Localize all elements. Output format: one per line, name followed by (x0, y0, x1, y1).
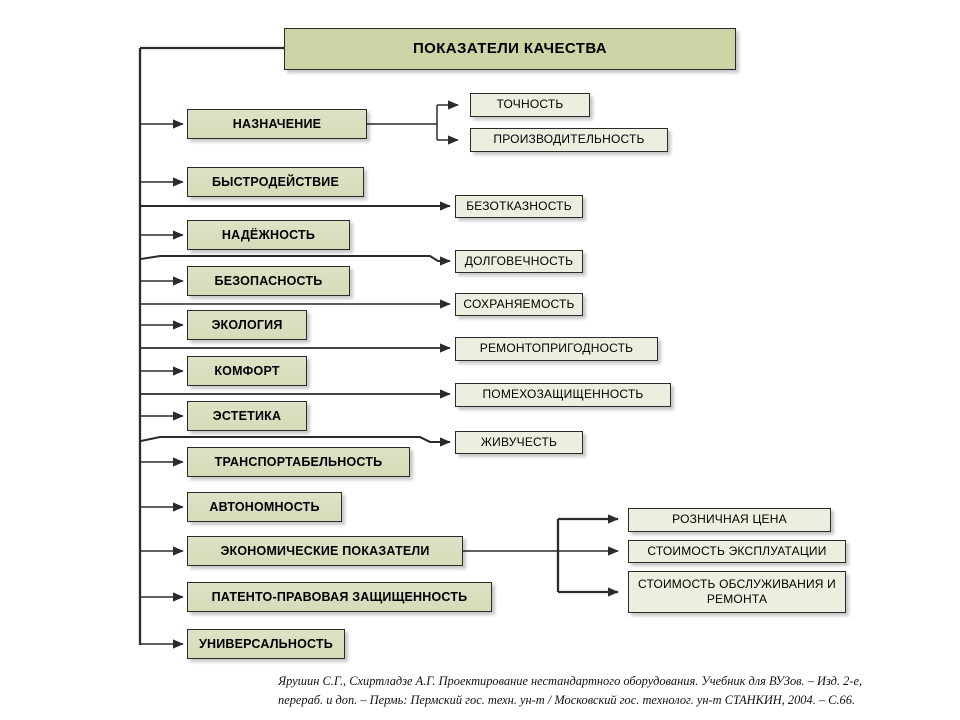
node-label: БЕЗОТКАЗНОСТЬ (466, 198, 572, 213)
node-roznichnaya-tsena[interactable]: РОЗНИЧНАЯ ЦЕНА (628, 508, 831, 532)
node-komfort[interactable]: КОМФОРТ (187, 356, 307, 386)
node-label: КОМФОРТ (214, 364, 280, 378)
node-label: ПРОИЗВОДИТЕЛЬНОСТЬ (493, 132, 645, 147)
node-ekologiya[interactable]: ЭКОЛОГИЯ (187, 310, 307, 340)
node-stoimost-obsluzhivaniya-i-remonta[interactable]: СТОИМОСТЬ ОБСЛУЖИВАНИЯ И РЕМОНТА (628, 571, 846, 613)
node-label: ЭКОЛОГИЯ (211, 318, 283, 332)
node-bezotkaznost[interactable]: БЕЗОТКАЗНОСТЬ (455, 195, 583, 218)
node-proizvoditelnost[interactable]: ПРОИЗВОДИТЕЛЬНОСТЬ (470, 128, 668, 152)
node-label: АВТОНОМНОСТЬ (209, 500, 320, 514)
node-label: ЭСТЕТИКА (212, 409, 282, 423)
node-label: СТОИМОСТЬ ЭКСПЛУАТАЦИИ (647, 543, 827, 558)
node-stoimost-ekspluatatsii[interactable]: СТОИМОСТЬ ЭКСПЛУАТАЦИИ (628, 540, 846, 563)
node-universalnost[interactable]: УНИВЕРСАЛЬНОСТЬ (187, 629, 345, 659)
node-bezopasnost[interactable]: БЕЗОПАСНОСТЬ (187, 266, 350, 296)
node-label: РЕМОНТОПРИГОДНОСТЬ (479, 341, 634, 356)
node-dolgovechnost[interactable]: ДОЛГОВЕЧНОСТЬ (455, 250, 583, 273)
node-label: НАЗНАЧЕНИЕ (232, 117, 322, 131)
node-label: СОХРАНЯЕМОСТЬ (463, 296, 575, 311)
node-label: НАДЁЖНОСТЬ (221, 228, 316, 242)
citation-line-1: Ярушин С.Г., Схиртладзе А.Г. Проектирова… (278, 674, 863, 688)
node-estetika[interactable]: ЭСТЕТИКА (187, 401, 307, 431)
node-root-label: ПОКАЗАТЕЛИ КАЧЕСТВА (412, 39, 608, 57)
node-tochnost[interactable]: ТОЧНОСТЬ (470, 93, 590, 117)
node-label: ПОМЕХОЗАЩИЩЕННОСТЬ (482, 387, 644, 402)
node-remontoprigodnost[interactable]: РЕМОНТОПРИГОДНОСТЬ (455, 337, 658, 361)
node-label: БЫСТРОДЕЙСТВИЕ (211, 175, 340, 189)
node-label: СТОИМОСТЬ ОБСЛУЖИВАНИЯ И РЕМОНТА (637, 577, 837, 606)
node-label: ТОЧНОСТЬ (496, 97, 564, 112)
node-nadezhnost[interactable]: НАДЁЖНОСТЬ (187, 220, 350, 250)
node-patentno-pravovaya-zashchishchennost[interactable]: ПАТЕНТО-ПРАВОВАЯ ЗАЩИЩЕННОСТЬ (187, 582, 492, 612)
node-label: РОЗНИЧНАЯ ЦЕНА (672, 512, 787, 527)
node-avtonomnost[interactable]: АВТОНОМНОСТЬ (187, 492, 342, 522)
node-pomekhozashchishchennost[interactable]: ПОМЕХОЗАЩИЩЕННОСТЬ (455, 383, 671, 407)
node-label: ПАТЕНТО-ПРАВОВАЯ ЗАЩИЩЕННОСТЬ (211, 590, 468, 604)
node-label: ЭКОНОМИЧЕСКИЕ ПОКАЗАТЕЛИ (220, 544, 430, 558)
node-label: ЖИВУЧЕСТЬ (480, 434, 558, 449)
node-label: БЕЗОПАСНОСТЬ (214, 274, 323, 288)
node-sokhranyaemost[interactable]: СОХРАНЯЕМОСТЬ (455, 293, 583, 316)
node-root-quality-indicators[interactable]: ПОКАЗАТЕЛИ КАЧЕСТВА (284, 28, 736, 70)
node-bystrodeystvie[interactable]: БЫСТРОДЕЙСТВИЕ (187, 167, 364, 197)
source-citation: Ярушин С.Г., Схиртладзе А.Г. Проектирова… (278, 672, 954, 710)
node-label: УНИВЕРСАЛЬНОСТЬ (199, 637, 333, 651)
node-naznachenie[interactable]: НАЗНАЧЕНИЕ (187, 109, 367, 139)
node-label: ДОЛГОВЕЧНОСТЬ (464, 253, 574, 268)
node-zhivuchest[interactable]: ЖИВУЧЕСТЬ (455, 431, 583, 454)
node-transportabelnost[interactable]: ТРАНСПОРТАБЕЛЬНОСТЬ (187, 447, 410, 477)
node-ekonomicheskie-pokazateli[interactable]: ЭКОНОМИЧЕСКИЕ ПОКАЗАТЕЛИ (187, 536, 463, 566)
citation-line-2: перераб. и доп. – Пермь: Пермский гос. т… (278, 693, 856, 708)
node-label: ТРАНСПОРТАБЕЛЬНОСТЬ (214, 455, 383, 469)
